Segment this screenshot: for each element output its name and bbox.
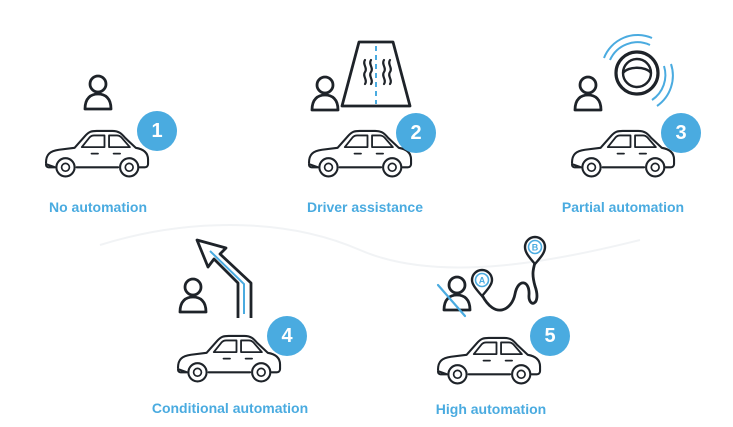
level-3-label: Partial automation [561,199,685,215]
driver-person-icon [83,74,113,111]
level-4-badge: 4 [267,316,307,356]
level-1-label: No automation [49,199,147,215]
car-icon [44,129,150,178]
absent-driver-icon [436,275,472,318]
level-2-badge: 2 [396,113,436,153]
level-1-scene [44,74,150,178]
level-2-scene [307,40,413,178]
level-4-scene [176,238,282,383]
steering-wheel-icon [603,33,674,107]
start-marker-letter: A [479,276,486,286]
level-3-scene [570,33,676,178]
route-path-icon [480,260,539,312]
end-marker-letter: B [532,243,539,253]
car-icon [436,336,542,385]
car-icon [176,334,282,383]
start-pin-icon [470,268,494,298]
driver-person-icon [573,75,603,112]
level-1-badge: 1 [137,111,177,151]
level-5-scene: A B [436,235,547,385]
driver-person-icon [310,75,340,112]
car-icon [570,129,676,178]
turn-arrow-road-icon [195,238,253,318]
end-pin-icon [523,235,547,266]
level-5-badge: 5 [530,316,570,356]
driver-person-icon [178,277,208,314]
lane-assist-road-icon [340,40,412,108]
level-2-label: Driver assistance [307,199,423,215]
level-4-label: Conditional automation [151,400,309,416]
level-5-label: High automation [435,401,547,417]
level-3-badge: 3 [661,113,701,153]
